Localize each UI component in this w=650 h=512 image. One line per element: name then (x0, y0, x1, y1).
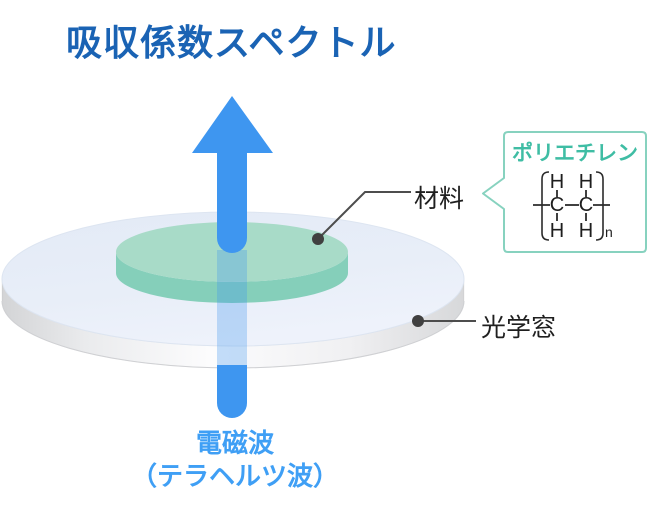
optical-window-label: 光学窓 (481, 314, 557, 342)
window-leader-dot (412, 315, 424, 327)
material-label: 材料 (414, 185, 465, 213)
beam-label: 電磁波 （テラヘルツ波） (85, 427, 385, 493)
material-leader-dot (312, 233, 324, 245)
material-disc-side (116, 252, 348, 303)
beam-through-sample (217, 250, 247, 366)
chem-atom-c1: C (549, 194, 565, 216)
transmitted-arrow-head (192, 96, 273, 153)
page-title: 吸収係数スペクトル (66, 22, 397, 63)
beam-label-line2: （テラヘルツ波） (130, 461, 339, 491)
chem-subscript-n: n (605, 224, 613, 240)
incident-beam (217, 365, 247, 418)
transmitted-arrow-shaft (217, 151, 247, 253)
chem-atom-h3: H (549, 220, 565, 242)
chem-atom-h4: H (578, 220, 594, 242)
chem-bracket-right (595, 171, 604, 241)
polyethylene-label: ポリエチレン (512, 142, 638, 165)
chem-atom-h2: H (578, 171, 594, 193)
polyethylene-callout-bubble (482, 131, 647, 253)
beam-label-line1: 電磁波 (195, 428, 274, 458)
chem-bracket-left (541, 171, 550, 241)
chem-atom-h1: H (549, 171, 565, 193)
chem-atom-c2: C (578, 194, 594, 216)
material-leader-line (317, 191, 411, 240)
